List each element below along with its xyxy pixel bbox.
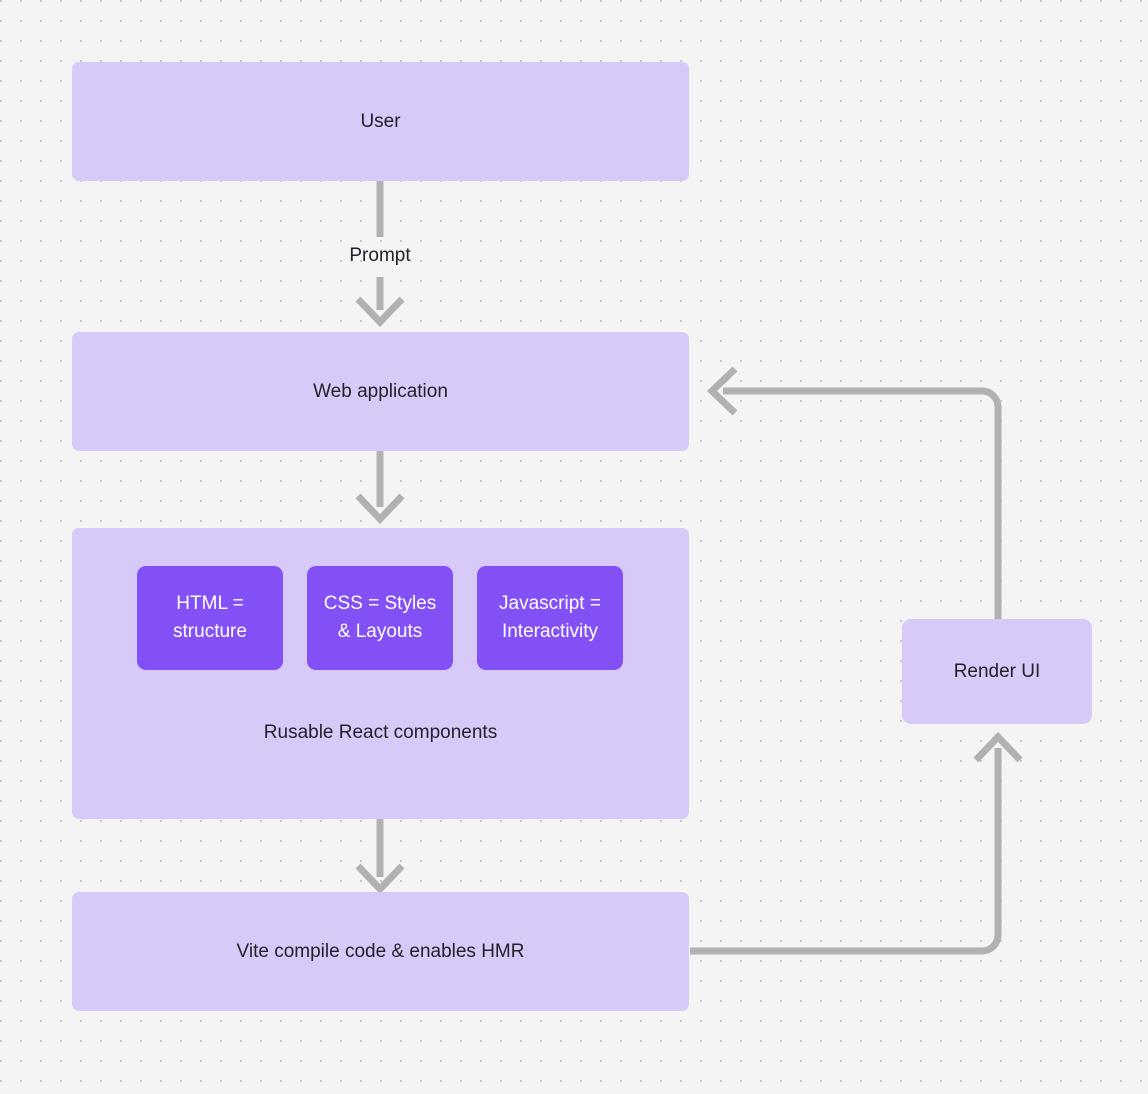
node-render-ui-label: Render UI <box>953 660 1041 682</box>
node-user[interactable]: User <box>72 62 689 181</box>
edge-components-to-vite <box>355 819 405 895</box>
components-group-caption: Rusable React components <box>263 722 498 743</box>
node-web-application[interactable]: Web application <box>72 332 689 451</box>
edge-label-prompt: Prompt <box>349 245 411 266</box>
node-user-label: User <box>360 110 401 132</box>
node-components-group[interactable]: HTML = structure CSS = Styles & Layouts … <box>72 528 689 819</box>
edge-web-to-components <box>355 451 405 525</box>
node-web-application-label: Web application <box>313 380 448 402</box>
chip-javascript[interactable]: Javascript = Interactivity <box>477 566 623 670</box>
edge-render-to-web <box>706 366 1002 619</box>
node-render-ui[interactable]: Render UI <box>902 619 1092 724</box>
node-vite-label: Vite compile code & enables HMR <box>236 940 525 962</box>
chip-javascript-label: Javascript = Interactivity <box>499 592 601 643</box>
chip-html[interactable]: HTML = structure <box>137 566 283 670</box>
chip-css-label: CSS = Styles & Layouts <box>323 592 437 643</box>
chip-html-label: HTML = structure <box>173 592 247 643</box>
chip-css[interactable]: CSS = Styles & Layouts <box>307 566 453 670</box>
edge-vite-to-render <box>690 731 1023 955</box>
node-vite[interactable]: Vite compile code & enables HMR <box>72 892 689 1011</box>
